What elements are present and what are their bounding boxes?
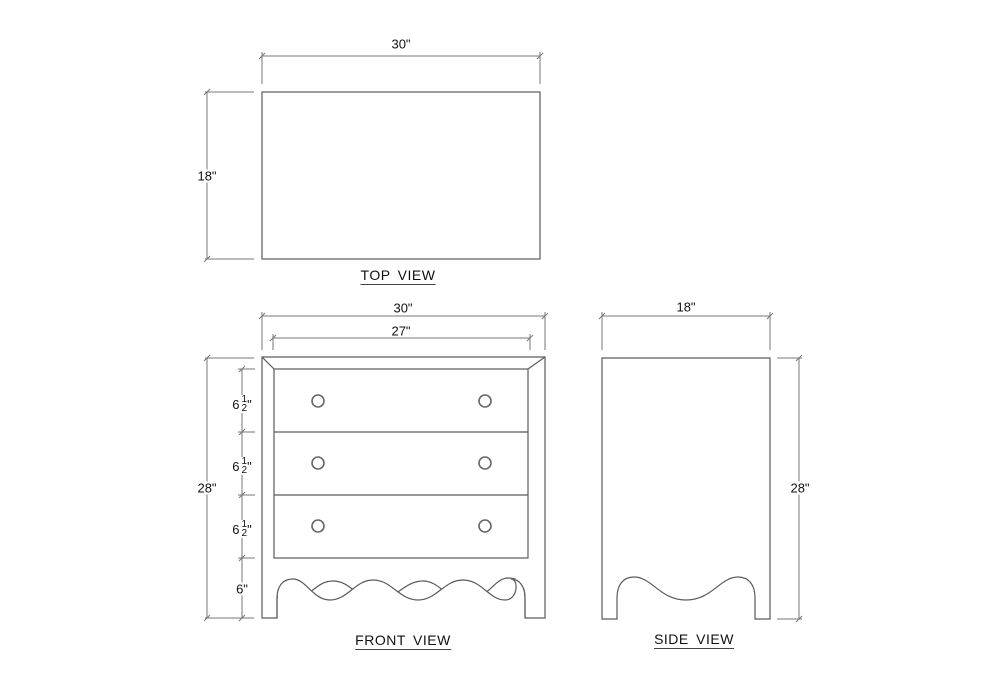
knob-icon xyxy=(478,456,492,470)
side-depth-dimension xyxy=(598,312,774,350)
drawer-panel xyxy=(273,368,529,559)
side-view-title: SIDE VIEW xyxy=(654,631,734,650)
front-width-dimensions xyxy=(258,312,549,350)
top-view-outline xyxy=(261,91,541,260)
knob-icon xyxy=(478,394,492,408)
top-width-dimension xyxy=(258,52,544,84)
front-inner-width-label: 27" xyxy=(390,323,412,339)
front-height-label: 28" xyxy=(196,480,218,496)
base-height-label: 6" xyxy=(235,581,249,597)
side-height-label: 28" xyxy=(789,480,811,496)
knob-icon xyxy=(311,456,325,470)
top-width-label: 30" xyxy=(390,36,412,52)
side-depth-label: 18" xyxy=(675,299,697,315)
top-depth-label: 18" xyxy=(196,168,218,184)
top-view-title: TOP VIEW xyxy=(360,267,436,286)
knob-icon xyxy=(478,519,492,533)
knob-icon xyxy=(311,519,325,533)
drawer-knobs xyxy=(311,394,492,533)
front-overall-width-label: 30" xyxy=(392,300,414,316)
knob-icon xyxy=(311,394,325,408)
side-outline xyxy=(601,357,771,620)
front-view-title: FRONT VIEW xyxy=(355,632,451,651)
